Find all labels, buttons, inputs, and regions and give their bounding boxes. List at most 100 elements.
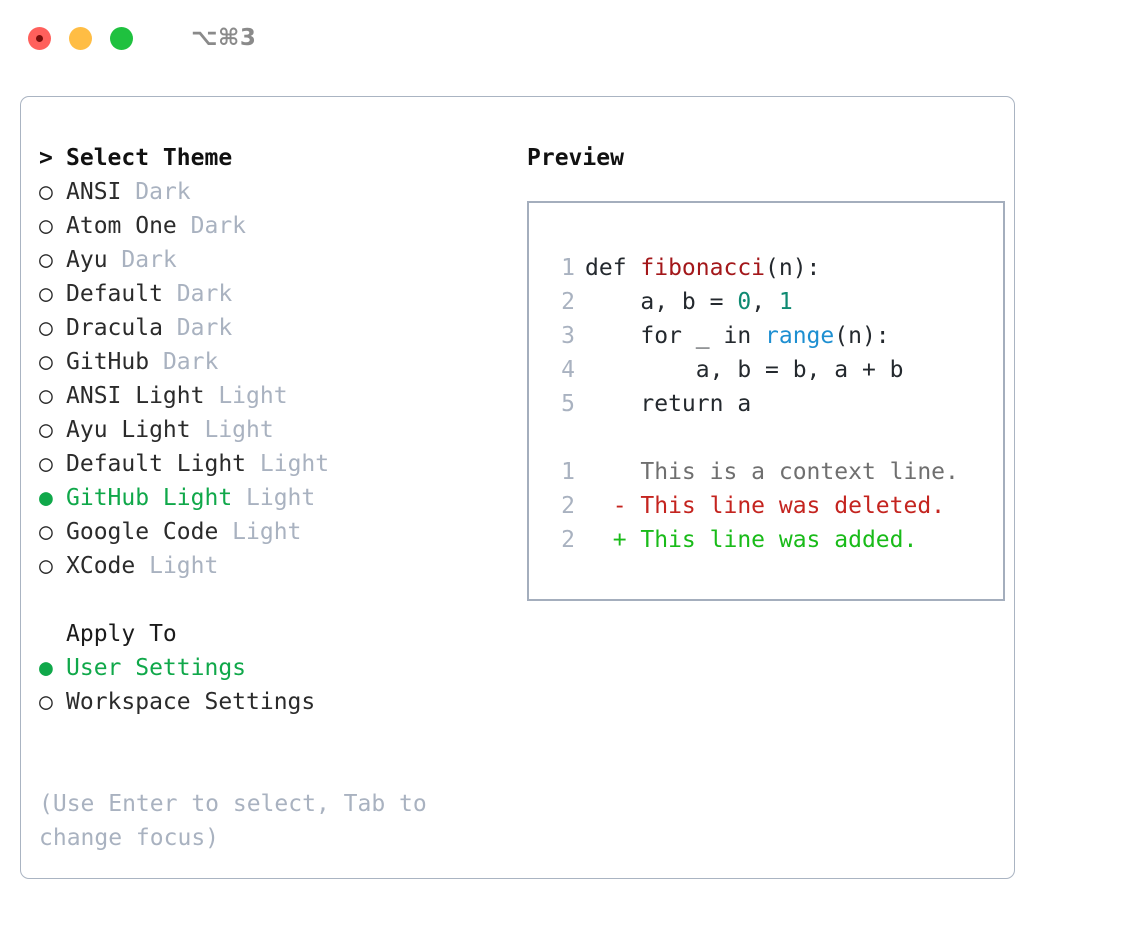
code-line-number: 3: [561, 323, 575, 349]
apply-to-title: Apply To: [66, 621, 177, 647]
theme-option-label: ANSI Light: [66, 383, 219, 409]
theme-option-xcode[interactable]: ○ XCode Light: [39, 549, 501, 583]
diff-line-number: 2: [561, 527, 575, 553]
radio-unselected-icon: ○: [39, 519, 53, 545]
code-line-number: 1: [561, 255, 575, 281]
theme-option-variant: Light: [259, 451, 330, 477]
select-theme-title: Select Theme: [66, 145, 233, 171]
close-button[interactable]: [28, 26, 51, 50]
apply-to-option-label: User Settings: [66, 655, 247, 681]
theme-option-variant: Dark: [121, 247, 177, 273]
theme-option-label: Ayu: [66, 247, 122, 273]
code-line-number: 2: [561, 289, 575, 315]
theme-option-label: GitHub: [66, 349, 163, 375]
diff-line-del: 2 - This line was deleted.: [551, 489, 1003, 523]
theme-option-label: Google Code: [66, 519, 233, 545]
theme-option-variant: Dark: [162, 349, 219, 375]
code-token: range: [765, 323, 835, 349]
diff-line-number: 1: [561, 459, 575, 485]
theme-option-variant: Light: [204, 417, 274, 443]
radio-unselected-icon: ○: [39, 247, 53, 273]
diff-line-text: - This line was deleted.: [585, 493, 946, 519]
code-token: (n):: [834, 323, 890, 349]
theme-option-ansi-light[interactable]: ○ANSI Light Light: [39, 379, 501, 413]
diff-line-number: 2: [561, 493, 575, 519]
title-bar: ⌥⌘3: [0, 0, 1140, 76]
diff-line-add: 2 + This line was added.: [551, 523, 1003, 557]
code-line: 1 def fibonacci(n):: [551, 251, 1003, 285]
theme-option-github[interactable]: ○ GitHub Dark: [39, 345, 501, 379]
theme-option-dracula[interactable]: ○Dracula Dark: [39, 311, 501, 345]
theme-option-label: Ayu Light: [66, 417, 205, 443]
radio-unselected-icon: ○: [39, 553, 53, 579]
radio-unselected-icon: ○: [39, 451, 53, 477]
minimize-button[interactable]: [69, 26, 92, 50]
code-token: return a: [585, 391, 752, 417]
theme-option-github-light[interactable]: ●GitHub Light Light: [39, 481, 501, 515]
code-token: ,: [751, 289, 779, 315]
radio-unselected-icon: ○: [39, 383, 53, 409]
theme-option-variant: Dark: [176, 281, 233, 307]
radio-selected-icon: ●: [39, 485, 53, 511]
select-theme-heading: > Select Theme: [39, 141, 501, 175]
theme-option-label: Default Light: [66, 451, 260, 477]
theme-option-default[interactable]: ○ Default Dark: [39, 277, 501, 311]
code-line: 5 return a: [551, 387, 1003, 421]
code-line: 2 a, b = 0, 1: [551, 285, 1003, 319]
code-token: a, b =: [585, 289, 738, 315]
radio-unselected-icon: ○: [39, 417, 53, 443]
code-token: a, b = b, a + b: [585, 357, 904, 383]
preview-heading: Preview: [527, 145, 624, 171]
code-line-number: 5: [561, 391, 575, 417]
theme-option-ayu-light[interactable]: ○ Ayu Light Light: [39, 413, 501, 447]
apply-to-option-user-settings[interactable]: ● User Settings: [39, 651, 501, 685]
diff-line-text: This is a context line.: [585, 459, 959, 485]
radio-unselected-icon: ○: [39, 349, 53, 375]
radio-selected-icon: ●: [39, 655, 53, 681]
code-token: for _ in: [585, 323, 766, 349]
radio-unselected-icon: ○: [39, 689, 53, 715]
window-shortcut-label: ⌥⌘3: [191, 25, 257, 51]
theme-option-variant: Dark: [190, 213, 247, 239]
help-hint-text: (Use Enter to select, Tab to change focu…: [39, 791, 441, 851]
code-line: 4 a, b = b, a + b: [551, 353, 1003, 387]
diff-line-text: + This line was added.: [585, 527, 918, 553]
theme-option-google-code[interactable]: ○ Google Code Light: [39, 515, 501, 549]
radio-unselected-icon: ○: [39, 213, 53, 239]
prompt-caret-icon: >: [39, 145, 53, 171]
theme-list: ○ANSI Dark○Atom One Dark○Ayu Dark○Defaul…: [39, 175, 501, 583]
theme-selection-panel: >Select Theme ○ANSI Dark○Atom One Dark○A…: [39, 141, 501, 878]
code-line: 3 for _ in range(n):: [551, 319, 1003, 353]
window-controls: [28, 26, 133, 50]
settings-card: >Select Theme ○ANSI Dark○Atom One Dark○A…: [20, 96, 1015, 879]
diff-sample: 1 This is a context line.2 - This line w…: [551, 455, 1003, 557]
code-token: 1: [778, 289, 793, 315]
code-token: def: [585, 255, 641, 281]
theme-option-label: Dracula: [66, 315, 177, 341]
theme-option-label: Atom One: [66, 213, 191, 239]
maximize-button[interactable]: [110, 26, 133, 50]
theme-option-ayu[interactable]: ○ Ayu Dark: [39, 243, 501, 277]
theme-option-atom-one[interactable]: ○ Atom One Dark: [39, 209, 501, 243]
diff-line-context: 1 This is a context line.: [551, 455, 1003, 489]
theme-option-default-light[interactable]: ○ Default Light Light: [39, 447, 501, 481]
theme-option-variant: Dark: [176, 315, 233, 341]
code-token: 0: [737, 289, 752, 315]
theme-option-label: Default: [66, 281, 177, 307]
apply-to-list: ● User Settings ○Workspace Settings: [39, 651, 501, 719]
theme-option-variant: Light: [246, 485, 316, 511]
theme-option-label: XCode: [66, 553, 150, 579]
apply-to-option-workspace-settings[interactable]: ○Workspace Settings: [39, 685, 501, 719]
theme-option-variant: Light: [232, 519, 302, 545]
radio-unselected-icon: ○: [39, 179, 53, 205]
theme-option-variant: Light: [149, 553, 219, 579]
code-token: fibonacci: [640, 255, 766, 281]
code-token: (n):: [765, 255, 821, 281]
theme-option-variant: Dark: [135, 179, 191, 205]
theme-option-ansi[interactable]: ○ANSI Dark: [39, 175, 501, 209]
radio-unselected-icon: ○: [39, 281, 53, 307]
